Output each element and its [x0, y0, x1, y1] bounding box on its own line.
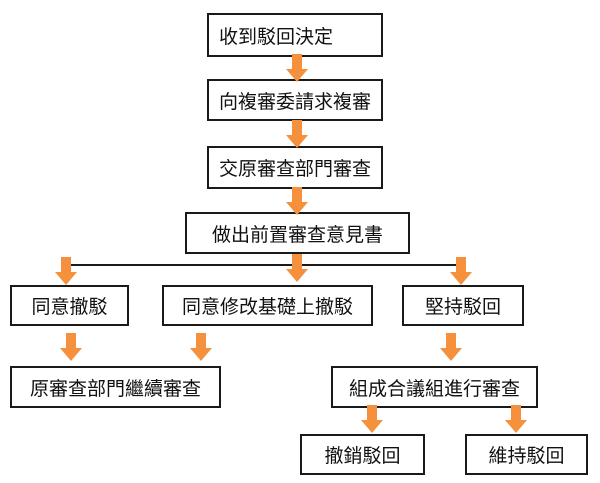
node-label: 交原審查部門審查 [219, 158, 372, 180]
node-send-original-dept: 交原審查部門審查 [207, 146, 383, 189]
arrow-down-icon [440, 333, 462, 361]
arrow-down-icon [60, 333, 82, 361]
node-receive-decision: 收到駁回決定 [207, 13, 383, 57]
node-pre-review-opinion: 做出前置審查意見書 [185, 212, 410, 254]
arrow-down-icon [505, 405, 527, 433]
node-label: 同意撤駁 [31, 296, 108, 318]
node-label: 做出前置審查意見書 [211, 223, 383, 246]
node-label: 組成合議組進行審查 [348, 377, 520, 400]
arrow-down-icon [361, 405, 383, 433]
node-label: 原審查部門繼續審查 [29, 377, 201, 400]
node-label: 撤銷駁回 [324, 445, 401, 467]
node-label: 堅持駁回 [424, 296, 501, 318]
arrow-down-icon [190, 333, 212, 361]
arrow-down-icon [286, 187, 308, 215]
node-agree-amend-revoke: 同意修改基礎上撤駁 [162, 285, 373, 326]
node-uphold-rejection: 堅持駁回 [402, 285, 524, 326]
arrow-down-icon [286, 54, 308, 82]
node-apply-review: 向複審委請求複審 [207, 79, 383, 121]
node-label: 收到駁回決定 [219, 25, 334, 48]
node-revoke-rejection: 撤銷駁回 [300, 434, 425, 475]
node-label: 向複審委請求複審 [219, 90, 372, 113]
node-label: 維持駁回 [488, 445, 565, 467]
node-original-dept-continue: 原審查部門繼續審查 [10, 366, 221, 408]
node-agree-revoke: 同意撤駁 [10, 285, 129, 326]
arrow-down-icon [286, 120, 308, 148]
node-label: 同意修改基礎上撤駁 [181, 296, 353, 318]
node-collegial-panel-review: 組成合議組進行審查 [331, 366, 538, 408]
node-maintain-rejection: 維持駁回 [465, 434, 588, 475]
arrow-down-icon [55, 257, 77, 285]
arrow-down-icon [450, 257, 472, 285]
arrow-down-icon [286, 254, 308, 282]
